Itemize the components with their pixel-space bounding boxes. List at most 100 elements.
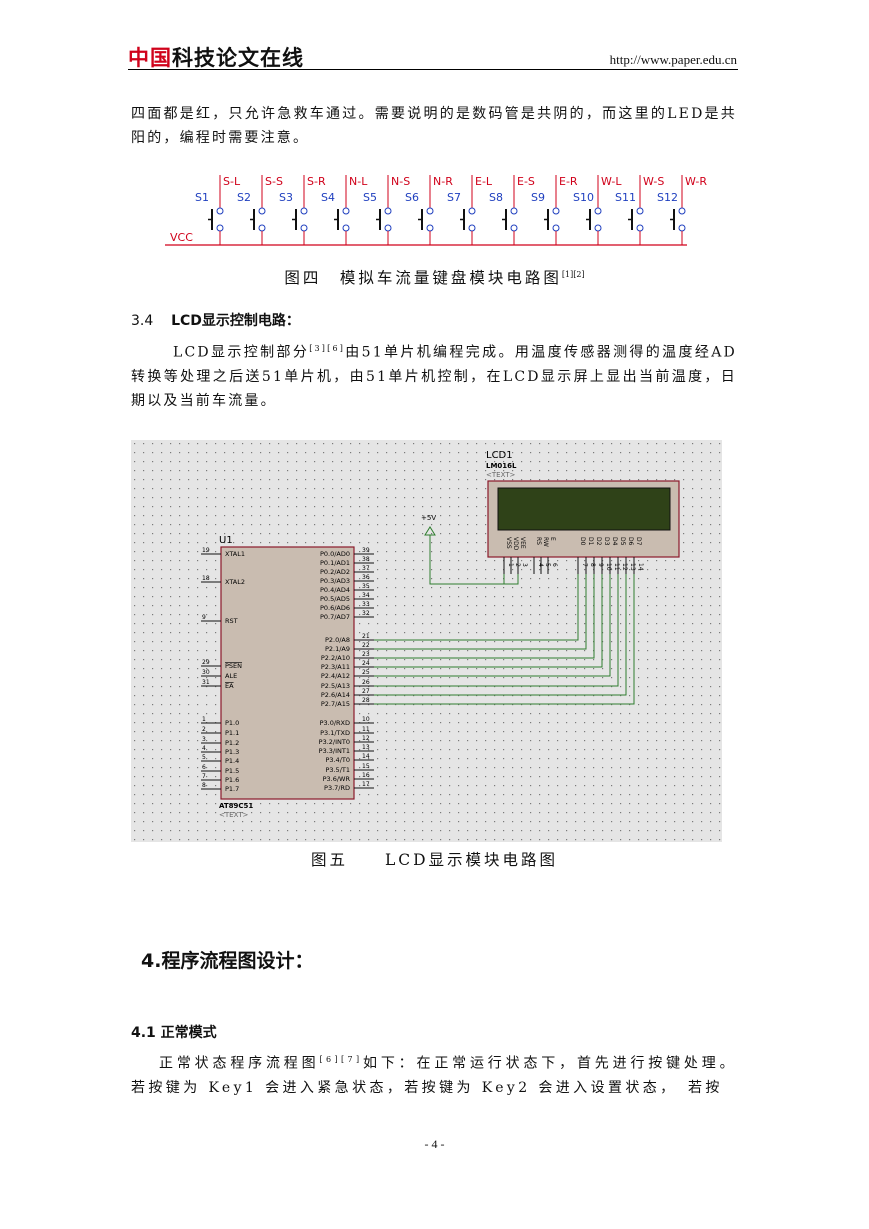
mcu-right-pin-number: 11	[362, 726, 370, 733]
section-3-4-paragraph: LCD显示控制部分[3][6]由51单片机编程完成。用温度传感器测得的温度经AD…	[131, 337, 737, 413]
mcu-right-pin-name: P2.6/A14	[321, 691, 350, 699]
mcu-right-pin-number: 32	[362, 610, 370, 617]
mcu-right-pin-number: 35	[362, 583, 370, 590]
mcu-text-label: <TEXT>	[219, 811, 249, 819]
lcd-pin-name: VEE	[519, 537, 526, 549]
mcu-right-pin-name: P0.0/AD0	[320, 550, 350, 558]
switch-label: S4	[321, 191, 335, 204]
mcu-right-pin-name: P0.3/AD3	[320, 577, 350, 585]
mcu-right-pin-name: P0.2/AD2	[320, 568, 350, 576]
lcd-pin-name: VSS	[505, 537, 512, 549]
section-3-4-title: LCD显示控制电路：	[171, 313, 300, 329]
section-3-4-para-start: LCD显示控制部分	[173, 344, 310, 361]
data-bus-wire	[374, 574, 611, 677]
lcd-pin-name: D2	[595, 537, 602, 546]
switch-contact-top	[216, 207, 224, 215]
mcu-right-pin-name: P3.0/RXD	[320, 719, 350, 727]
lcd-pin-name: E	[549, 537, 556, 541]
mcu-left-pin-name: P1.6	[225, 776, 239, 784]
switch-label: S10	[573, 191, 594, 204]
section-4-1-para-start: 正常状态程序流程图	[159, 1055, 320, 1072]
mcu-left-pin-name: EA	[225, 682, 234, 690]
mcu-right-pin-name: P2.3/A11	[321, 663, 350, 671]
data-bus-wire	[374, 574, 587, 650]
mcu-right-pin-name: P3.2/INT0	[319, 738, 350, 746]
switch-label: S7	[447, 191, 461, 204]
mcu-name: U1	[219, 535, 233, 546]
mcu-left-pin-number: 31	[202, 679, 210, 686]
mcu-model: AT89C51	[219, 802, 253, 810]
lcd-pin-number: 11	[613, 563, 620, 571]
mcu-left-pin-number: 30	[202, 669, 210, 676]
mcu-left-pin-number: 9	[202, 614, 206, 621]
mcu-left-pin-name: RST	[225, 617, 238, 625]
mcu-right-pin-number: 27	[362, 688, 370, 695]
switch-contact-top	[426, 207, 434, 215]
lcd-pin-name: D5	[619, 537, 626, 546]
mcu-left-pin-number: 5	[202, 754, 206, 761]
mcu-left-pin-number: 29	[202, 659, 210, 666]
mcu-left-pin-name: P1.7	[225, 785, 239, 793]
mcu-right-pin-number: 36	[362, 574, 370, 581]
switch-contact-top	[636, 207, 644, 215]
section-4-1-paragraph: 正常状态程序流程图[6][7]如下：在正常运行状态下，首先进行按键处理。若按键为…	[131, 1048, 737, 1100]
mcu-left-pin-number: 19	[202, 547, 210, 554]
power-label: +5V	[421, 514, 436, 522]
mcu-right-pin-name: P3.1/TXD	[320, 729, 350, 737]
mcu-left-pin-name: P1.0	[225, 719, 239, 727]
switch-contact-bottom	[594, 224, 602, 232]
mcu-left-pin-number: 4	[202, 745, 206, 752]
switch-contact-bottom	[468, 224, 476, 232]
mcu-left-pin-name: P1.4	[225, 757, 239, 765]
switch-contact-top	[342, 207, 350, 215]
mcu-right-pin-number: 38	[362, 556, 370, 563]
mcu-left-pin-number: 7	[202, 773, 206, 780]
switch-label: S3	[279, 191, 293, 204]
switch-label: S12	[657, 191, 678, 204]
mcu-left-pin-number: 3	[202, 736, 206, 743]
lcd-pin-name: D4	[611, 537, 618, 546]
data-bus-wire	[374, 574, 603, 668]
section-4-1-para-rest: 如下：在正常运行状态下，首先进行按键处理。若按键为 Key1 会进入紧急状态，若…	[131, 1055, 737, 1096]
mcu-right-pin-number: 28	[362, 697, 370, 704]
header-url[interactable]: http://www.paper.edu.cn	[609, 52, 737, 67]
lcd-name: LCD1	[486, 450, 513, 461]
data-bus-wire	[374, 574, 595, 659]
mcu-left-pin-name: XTAL1	[225, 550, 245, 558]
mcu-left-pin-name: P1.3	[225, 748, 239, 756]
switch-contact-bottom	[384, 224, 392, 232]
switch-contact-bottom	[636, 224, 644, 232]
switch-label: S8	[489, 191, 503, 204]
lcd-pin-name: RS	[535, 537, 542, 545]
mcu-left-pin-number: 1	[202, 716, 206, 723]
switch-contact-bottom	[300, 224, 308, 232]
lcd-pin-number: 3	[521, 563, 528, 567]
switch-line-label: E-R	[559, 175, 578, 188]
mcu-right-pin-name: P3.6/WR	[323, 775, 351, 783]
lcd-pin-number: 9	[597, 563, 604, 567]
section-4-1-para-ref: [6][7]	[319, 1055, 363, 1064]
mcu-right-pin-name: P2.0/A8	[325, 636, 350, 644]
lcd-pin-name: RW	[542, 537, 549, 547]
data-bus-wire	[374, 574, 635, 705]
data-bus-wire	[374, 574, 627, 696]
mcu-left-pin-number: 6	[202, 764, 206, 771]
mcu-left-pin-name: P1.2	[225, 739, 239, 747]
mcu-left-pin-number: 8	[202, 782, 206, 789]
section-3-4-para-rest: 由51单片机编程完成。用温度传感器测得的温度经AD转换等处理之后送51单片机，由…	[131, 344, 737, 409]
switch-contact-bottom	[426, 224, 434, 232]
lcd-screen	[497, 487, 671, 531]
lcd-pin-name: D3	[603, 537, 610, 546]
switch-contact-bottom	[510, 224, 518, 232]
switch-line-label: W-R	[685, 175, 707, 188]
data-bus-wire	[374, 574, 579, 641]
section-3-4-heading: 3.4 LCD显示控制电路：	[131, 310, 300, 330]
mcu-right-pin-name: P0.1/AD1	[320, 559, 350, 567]
mcu-left-pin-name: P1.1	[225, 729, 239, 737]
mcu-right-pin-number: 17	[362, 781, 370, 788]
mcu-right-pin-name: P2.1/A9	[325, 645, 350, 653]
mcu-right-pin-name: P0.5/AD5	[320, 595, 350, 603]
switch-line-label: E-L	[475, 175, 493, 188]
switch-contact-top	[594, 207, 602, 215]
mcu-right-pin-number: 24	[362, 660, 370, 667]
